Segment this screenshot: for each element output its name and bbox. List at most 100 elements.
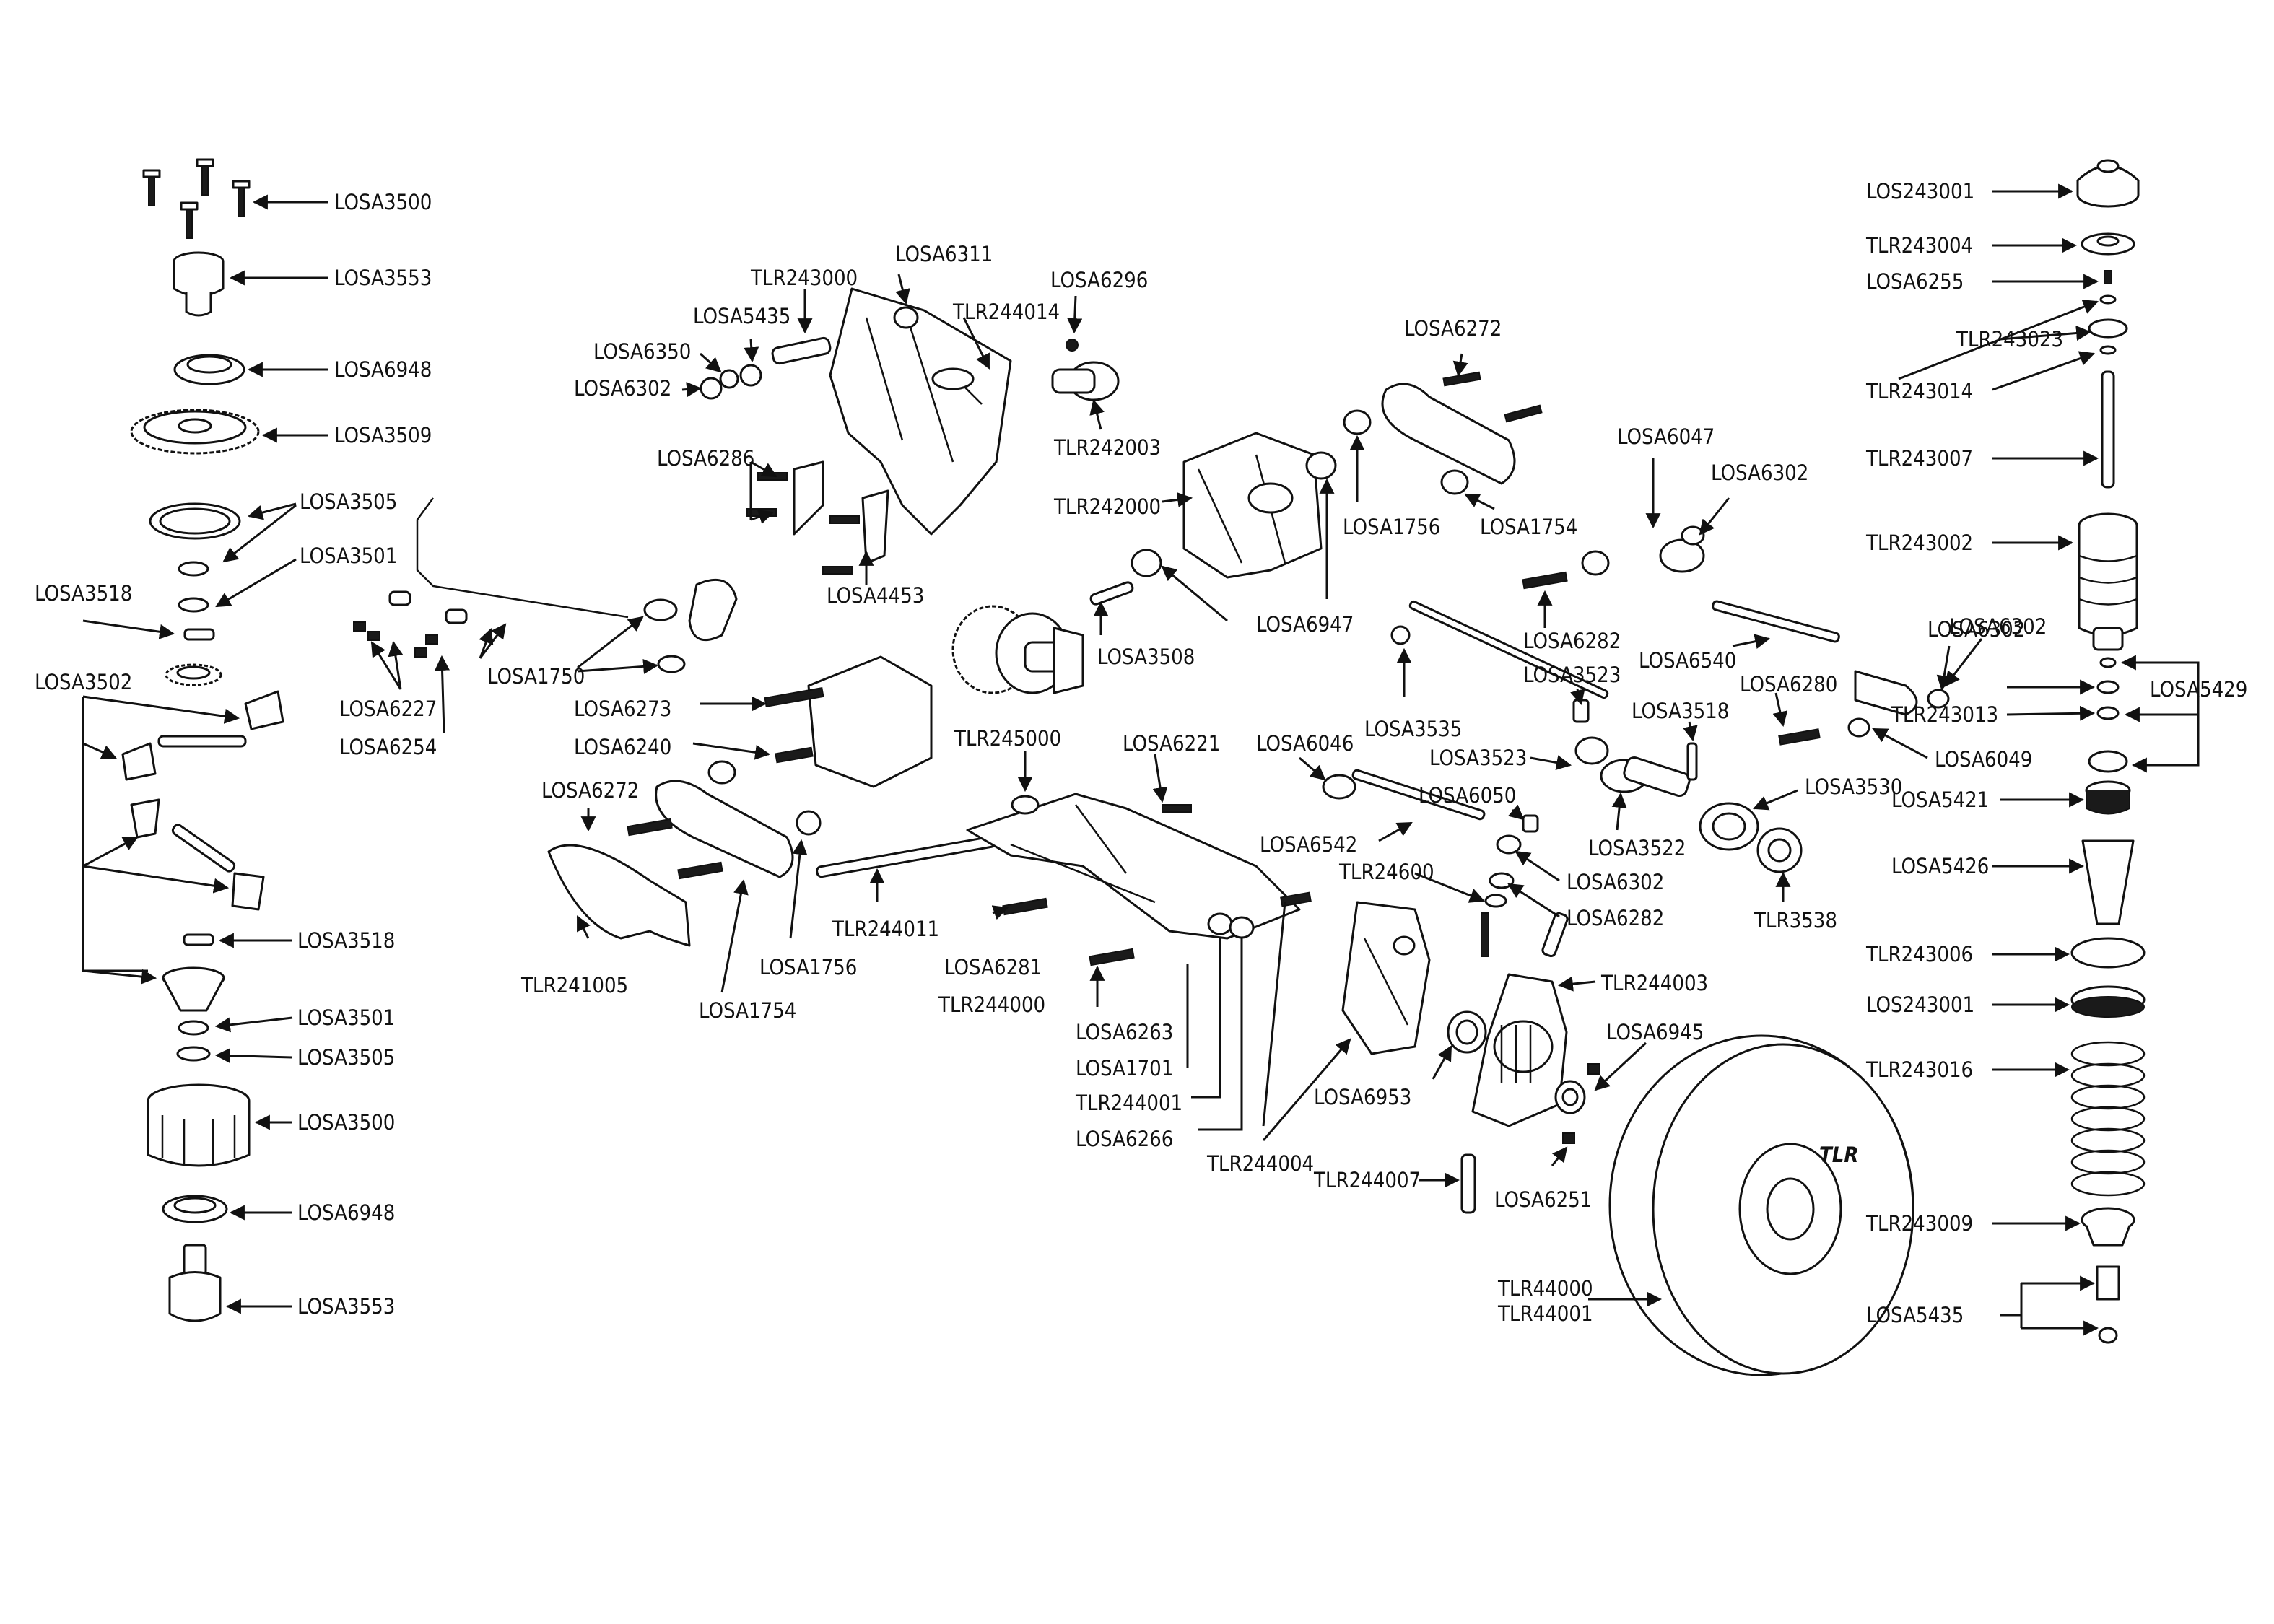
ring-gear-losa3509 <box>130 409 260 455</box>
label-tlr244003: TLR244003 <box>1600 971 1708 995</box>
label-tlr244014: TLR244014 <box>952 300 1060 324</box>
label-tlr243004: TLR243004 <box>1865 233 1973 258</box>
label-losa6254: LOSA6254 <box>339 735 437 759</box>
label-losa3522: LOSA3522 <box>1588 836 1686 860</box>
diff-case-losa3500 <box>147 1083 251 1167</box>
label-tlr243014: TLR243014 <box>1865 379 1973 403</box>
outdrive-tlr242003 <box>1051 339 1120 401</box>
hinge-pin-tlr244011 <box>816 835 996 878</box>
driveshaft-losa3535 <box>1390 600 1609 765</box>
shock-body-tlr243002 <box>2078 512 2138 651</box>
label-losa3505-bot: LOSA3505 <box>297 1045 395 1070</box>
shock-stack <box>2070 159 2146 1344</box>
label-losa6280: LOSA6280 <box>1740 672 1837 697</box>
label-tlr244001: TLR244001 <box>1075 1091 1182 1115</box>
nut-losa6311 <box>893 306 919 329</box>
bearing-losa6948-top <box>173 354 245 385</box>
shock-cap-los243001 <box>2076 159 2140 208</box>
body-guard-tlr241005 <box>547 844 691 947</box>
diff-gear-lower <box>162 966 225 1012</box>
bearing-losa6945 <box>1554 1080 1586 1114</box>
label-losa6240: LOSA6240 <box>574 735 671 759</box>
pivot-pin <box>1541 912 1569 958</box>
ball-stud-losa6050 <box>1484 814 1539 908</box>
cross-pin-lower <box>171 824 236 873</box>
label-losa6302-e: LOSA6302 <box>1949 614 2047 639</box>
screw-set-losa3500 <box>142 158 251 239</box>
spider-gear-right <box>244 690 284 730</box>
label-losa3518-left: LOSA3518 <box>35 581 132 606</box>
label-tlr245000: TLR245000 <box>954 726 1061 751</box>
label-losa3501-top: LOSA3501 <box>300 543 397 568</box>
spider-gear-lower-right <box>231 872 265 911</box>
label-losa6286: LOSA6286 <box>657 446 754 471</box>
label-losa3523-a: LOSA3523 <box>1523 663 1621 687</box>
label-tlr44000: TLR44000 <box>1497 1276 1593 1301</box>
label-tlr243007: TLR243007 <box>1865 446 1973 471</box>
label-losa3501-bot: LOSA3501 <box>297 1005 395 1030</box>
label-losa6302-a: LOSA6302 <box>574 376 671 401</box>
label-tlr243002: TLR243002 <box>1865 531 1973 555</box>
label-los243001-bot: LOS243001 <box>1866 992 1974 1017</box>
setscrew-losa6251 <box>1562 1132 1575 1144</box>
label-losa6047: LOSA6047 <box>1617 424 1715 449</box>
label-losa6296: LOSA6296 <box>1050 268 1148 292</box>
bearing-losa6953 <box>1447 1010 1487 1054</box>
label-tlr244011: TLR244011 <box>832 917 939 941</box>
gasket-losa3505-top <box>149 502 241 540</box>
label-losa6948-bot: LOSA6948 <box>297 1200 395 1225</box>
oring-losa6302 <box>2099 657 2117 668</box>
label-losa6282-b: LOSA6282 <box>1567 906 1664 930</box>
leader-lines <box>82 183 2200 1336</box>
outdrive-losa3553-bot <box>168 1244 222 1322</box>
label-losa1754-top: LOSA1754 <box>1480 515 1577 539</box>
label-losa6266: LOSA6266 <box>1076 1127 1173 1151</box>
label-tlr243009: TLR243009 <box>1865 1211 1973 1236</box>
label-losa1756-top: LOSA1756 <box>1343 515 1440 539</box>
collar-los243001 <box>2070 985 2146 1018</box>
label-losa3523-b: LOSA3523 <box>1429 746 1527 770</box>
label-losa3508: LOSA3508 <box>1097 645 1195 669</box>
pin-losa3518-right <box>1686 742 1698 781</box>
camber-link-mount-losa1754-top <box>1343 371 1543 495</box>
label-tlr241005: TLR241005 <box>520 973 628 997</box>
washer-losa3505-mid <box>178 597 209 613</box>
outdrive-losa3553-top <box>173 251 225 317</box>
spider-gear-lower-left <box>130 798 160 839</box>
part-labels: LOSA3500 LOSA3553 LOSA6948 LOSA3509 LOSA… <box>35 179 2247 1327</box>
label-tlr244004: TLR244004 <box>1206 1151 1314 1176</box>
pin-losa3518-top <box>183 628 215 641</box>
sway-bar-assembly <box>353 497 738 673</box>
label-tlr243013: TLR243013 <box>1891 702 1998 727</box>
steering-block-tlr244004 <box>1341 901 1431 1055</box>
label-losa6542: LOSA6542 <box>1260 832 1357 857</box>
center-differential <box>951 605 1084 694</box>
label-losa6311: LOSA6311 <box>895 242 993 266</box>
label-losa6046: LOSA6046 <box>1256 731 1354 756</box>
pinion-losa3508 <box>1089 581 1134 606</box>
spring-tlr243016 <box>2070 1041 2146 1197</box>
label-losa6050: LOSA6050 <box>1419 783 1516 808</box>
label-losa5435-mid: LOSA5435 <box>693 304 790 328</box>
label-losa3530: LOSA3530 <box>1805 774 1902 799</box>
hub-tlr3538 <box>1756 827 1803 873</box>
label-losa6251: LOSA6251 <box>1494 1187 1592 1212</box>
gearbox-tlr242000 <box>1182 432 1323 579</box>
rear-mounts-losa4453 <box>746 460 889 575</box>
shock-tower-tlr243000 <box>829 287 1012 536</box>
bearing-losa6948-bot <box>162 1195 228 1223</box>
turnbuckle-losa6540 <box>1522 525 1950 746</box>
label-losa5435-bot: LOSA5435 <box>1866 1303 1964 1327</box>
washer-losa3505-bot <box>176 1046 211 1062</box>
hex-losa3530 <box>1699 802 1759 851</box>
ball-losa5435 <box>2098 1327 2118 1344</box>
label-tlr24600: TLR24600 <box>1338 860 1434 884</box>
label-tlr243016: TLR243016 <box>1865 1057 1973 1082</box>
label-losa3505-top: LOSA3505 <box>300 489 397 514</box>
label-losa6049: LOSA6049 <box>1935 747 2032 772</box>
label-losa5429: LOSA5429 <box>2150 677 2247 702</box>
label-losa6221: LOSA6221 <box>1123 731 1220 756</box>
diff-gear-losa3502 <box>165 663 222 686</box>
label-losa1754-bot: LOSA1754 <box>699 998 796 1023</box>
